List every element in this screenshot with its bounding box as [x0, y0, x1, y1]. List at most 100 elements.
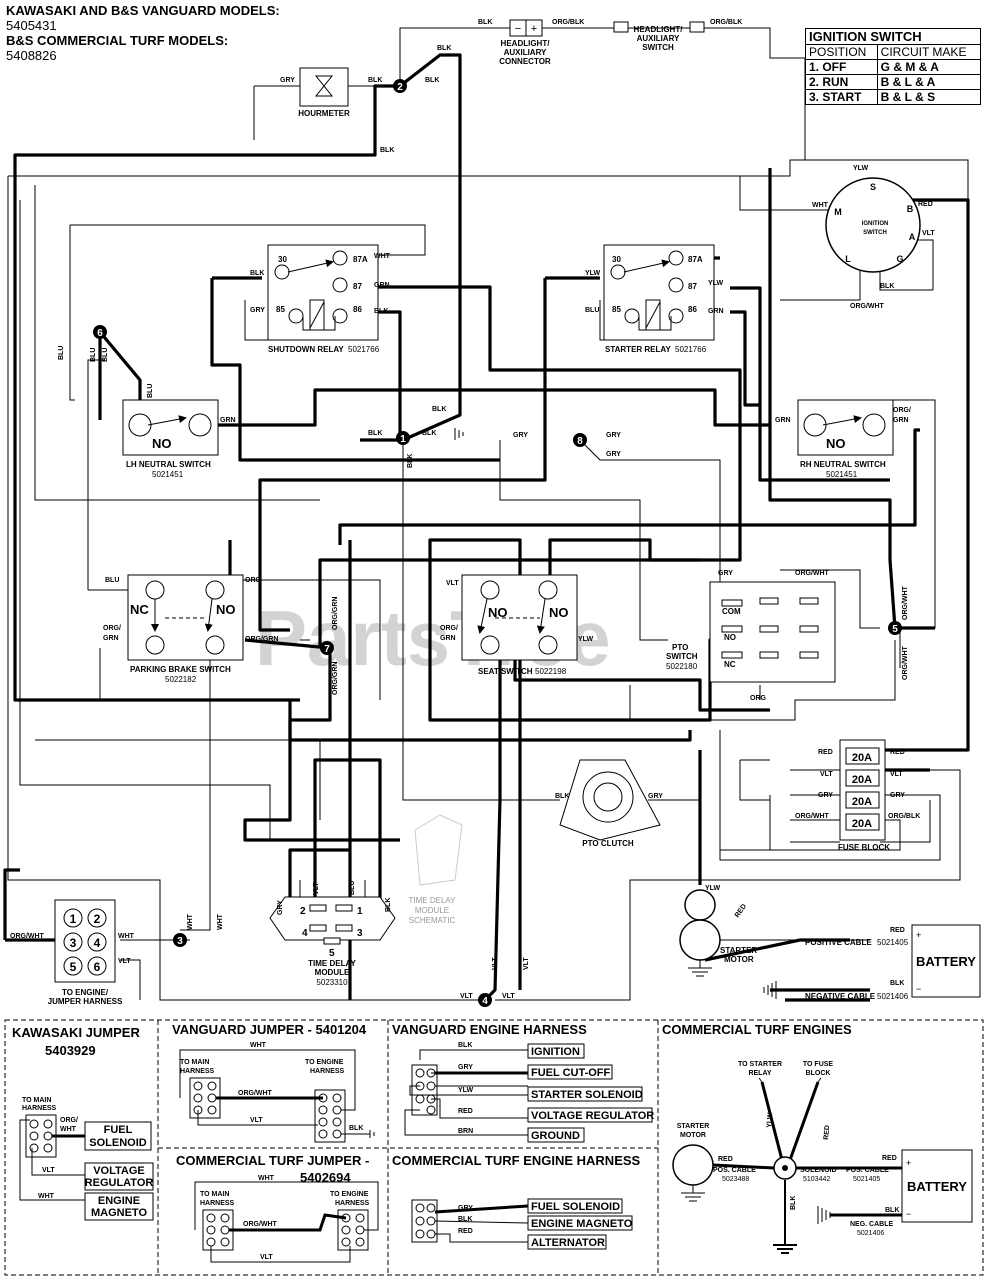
- wire-label: BLK: [407, 454, 414, 468]
- wire-thick: [313, 758, 382, 905]
- wire-thick: [428, 538, 522, 990]
- ignition-row-make: B & L & S: [876, 89, 982, 105]
- wire-label: BLK: [437, 45, 451, 52]
- commercial-starter-motor: [672, 1144, 714, 1186]
- thick-wire-group: [3, 53, 970, 1002]
- voltage-regulator-label: REGULATOR: [85, 1177, 154, 1189]
- wire-thick: [13, 84, 400, 702]
- fuse: [845, 791, 880, 809]
- wire-label: BLK: [790, 1196, 797, 1210]
- wire-label: YLW: [458, 1087, 474, 1094]
- battery-plus-symbol: +: [916, 930, 921, 940]
- relay-terminal: [668, 250, 684, 266]
- relay-terminal: [288, 308, 304, 324]
- wire-thick: [399, 53, 462, 442]
- seat-switch-pn: 5022198: [535, 667, 567, 676]
- wire-thick: [730, 286, 890, 482]
- relay-coil-line: [645, 301, 661, 329]
- lh-neutral-label: LH NEUTRAL SWITCH: [126, 460, 211, 469]
- relay-coil-wire: [638, 316, 672, 331]
- wire-label: GRY: [250, 307, 265, 314]
- time-delay-schematic-label: SCHEMATIC: [409, 916, 456, 925]
- wire-label: BLU: [102, 348, 109, 362]
- wire-label: ORG/GRN: [245, 636, 278, 643]
- switch-terminal: [480, 635, 500, 655]
- wire-label: BLK: [422, 430, 436, 437]
- wire-thin: [629, 640, 896, 721]
- wire-label: GRY: [718, 570, 733, 577]
- wire-thin: [879, 270, 933, 291]
- td-pin-label: 4: [302, 928, 308, 939]
- wire-label: YLW: [766, 1112, 774, 1128]
- engine-magneto-label: ENGINE: [98, 1195, 140, 1207]
- wire-label: GRY: [280, 77, 295, 84]
- wire-thin: [703, 27, 806, 160]
- wire-thin: [253, 85, 300, 140]
- wire-thin: [180, 600, 211, 931]
- wire-label: RED: [882, 1155, 897, 1162]
- headlight-connector-label: HEADLIGHT/: [501, 39, 551, 48]
- fuse-rating: 20A: [852, 818, 872, 830]
- wire-label: ORG/BLK: [710, 19, 742, 26]
- relay-terminal: [332, 277, 348, 293]
- switch-terminal: [205, 635, 225, 655]
- time-delay-label: MODULE: [315, 968, 350, 977]
- thin-wire-group: [7, 27, 969, 1001]
- wire-label: VLT: [313, 882, 320, 895]
- td-pin-label: 1: [357, 906, 363, 917]
- wire-label: GRN: [220, 417, 236, 424]
- solenoid-pn: 5103442: [803, 1176, 830, 1183]
- shutdown-relay-label: SHUTDOWN RELAY: [268, 345, 344, 354]
- wire-label: ORG/: [440, 625, 458, 632]
- wire-label: ORG/WHT: [243, 1221, 278, 1228]
- wire-thick: [318, 285, 742, 648]
- pos-cable-right-label: POS. CABLE: [846, 1167, 889, 1174]
- wire-label: GRY: [606, 432, 621, 439]
- pto-clutch-label: PTO CLUTCH: [582, 839, 634, 848]
- vanguard-item-box: [527, 1043, 585, 1059]
- wire-label: RED: [890, 749, 905, 756]
- pto-contact: [721, 651, 743, 659]
- battery-minus-symbol: −: [916, 984, 921, 994]
- relay-terminal: [668, 277, 684, 293]
- engine-connector-label: TO ENGINE/: [62, 988, 109, 997]
- voltage-regulator-box: [84, 1162, 154, 1191]
- battery-minus-symbol: −: [906, 1209, 911, 1219]
- ign-term-a: A: [909, 232, 916, 242]
- wire-thick: [288, 848, 350, 905]
- kawasaki-to-main: HARNESS: [22, 1105, 57, 1112]
- wire-thick: [873, 198, 970, 752]
- commercial-item-label: FUEL SOLENOID: [531, 1201, 620, 1213]
- headlight-switch-label: AUXILIARY: [637, 34, 680, 43]
- ignition-table-title: IGNITION SWITCH: [805, 28, 981, 45]
- wire-thick: [360, 310, 402, 442]
- wire-label: BLK: [555, 793, 569, 800]
- wire-thin: [780, 569, 880, 629]
- wire-label: GRY: [890, 792, 905, 799]
- td-pin: [309, 924, 327, 932]
- time-delay-label: TIME DELAY: [308, 959, 356, 968]
- wire-thick: [730, 310, 760, 407]
- wire-label: WHT: [250, 1042, 267, 1049]
- wire-label: RED: [818, 749, 833, 756]
- fuse-rating: 20A: [852, 752, 872, 764]
- wire-label: BLK: [458, 1042, 472, 1049]
- wire-label: YLW: [708, 280, 724, 287]
- wire-label: ORG: [245, 577, 262, 584]
- wire-label: GRN: [708, 308, 724, 315]
- ground-icon: [763, 981, 777, 999]
- wire-label: GRY: [458, 1205, 473, 1212]
- commercial-to-engine: TO ENGINE: [330, 1191, 369, 1198]
- solenoid-label: SOLENOID: [800, 1167, 837, 1174]
- wire-label: RED: [823, 1125, 831, 1140]
- vanguard-item-box: [527, 1086, 643, 1102]
- splice-node: [320, 641, 334, 655]
- engine-pin: [63, 908, 83, 928]
- rh-neutral-label: RH NEUTRAL SWITCH: [800, 460, 886, 469]
- wire-label: BLK: [425, 77, 439, 84]
- lh-no-label: NO: [152, 436, 172, 451]
- wire-thick: [548, 538, 700, 590]
- wire-thin: [69, 225, 75, 401]
- pb-no-label: NO: [216, 602, 236, 617]
